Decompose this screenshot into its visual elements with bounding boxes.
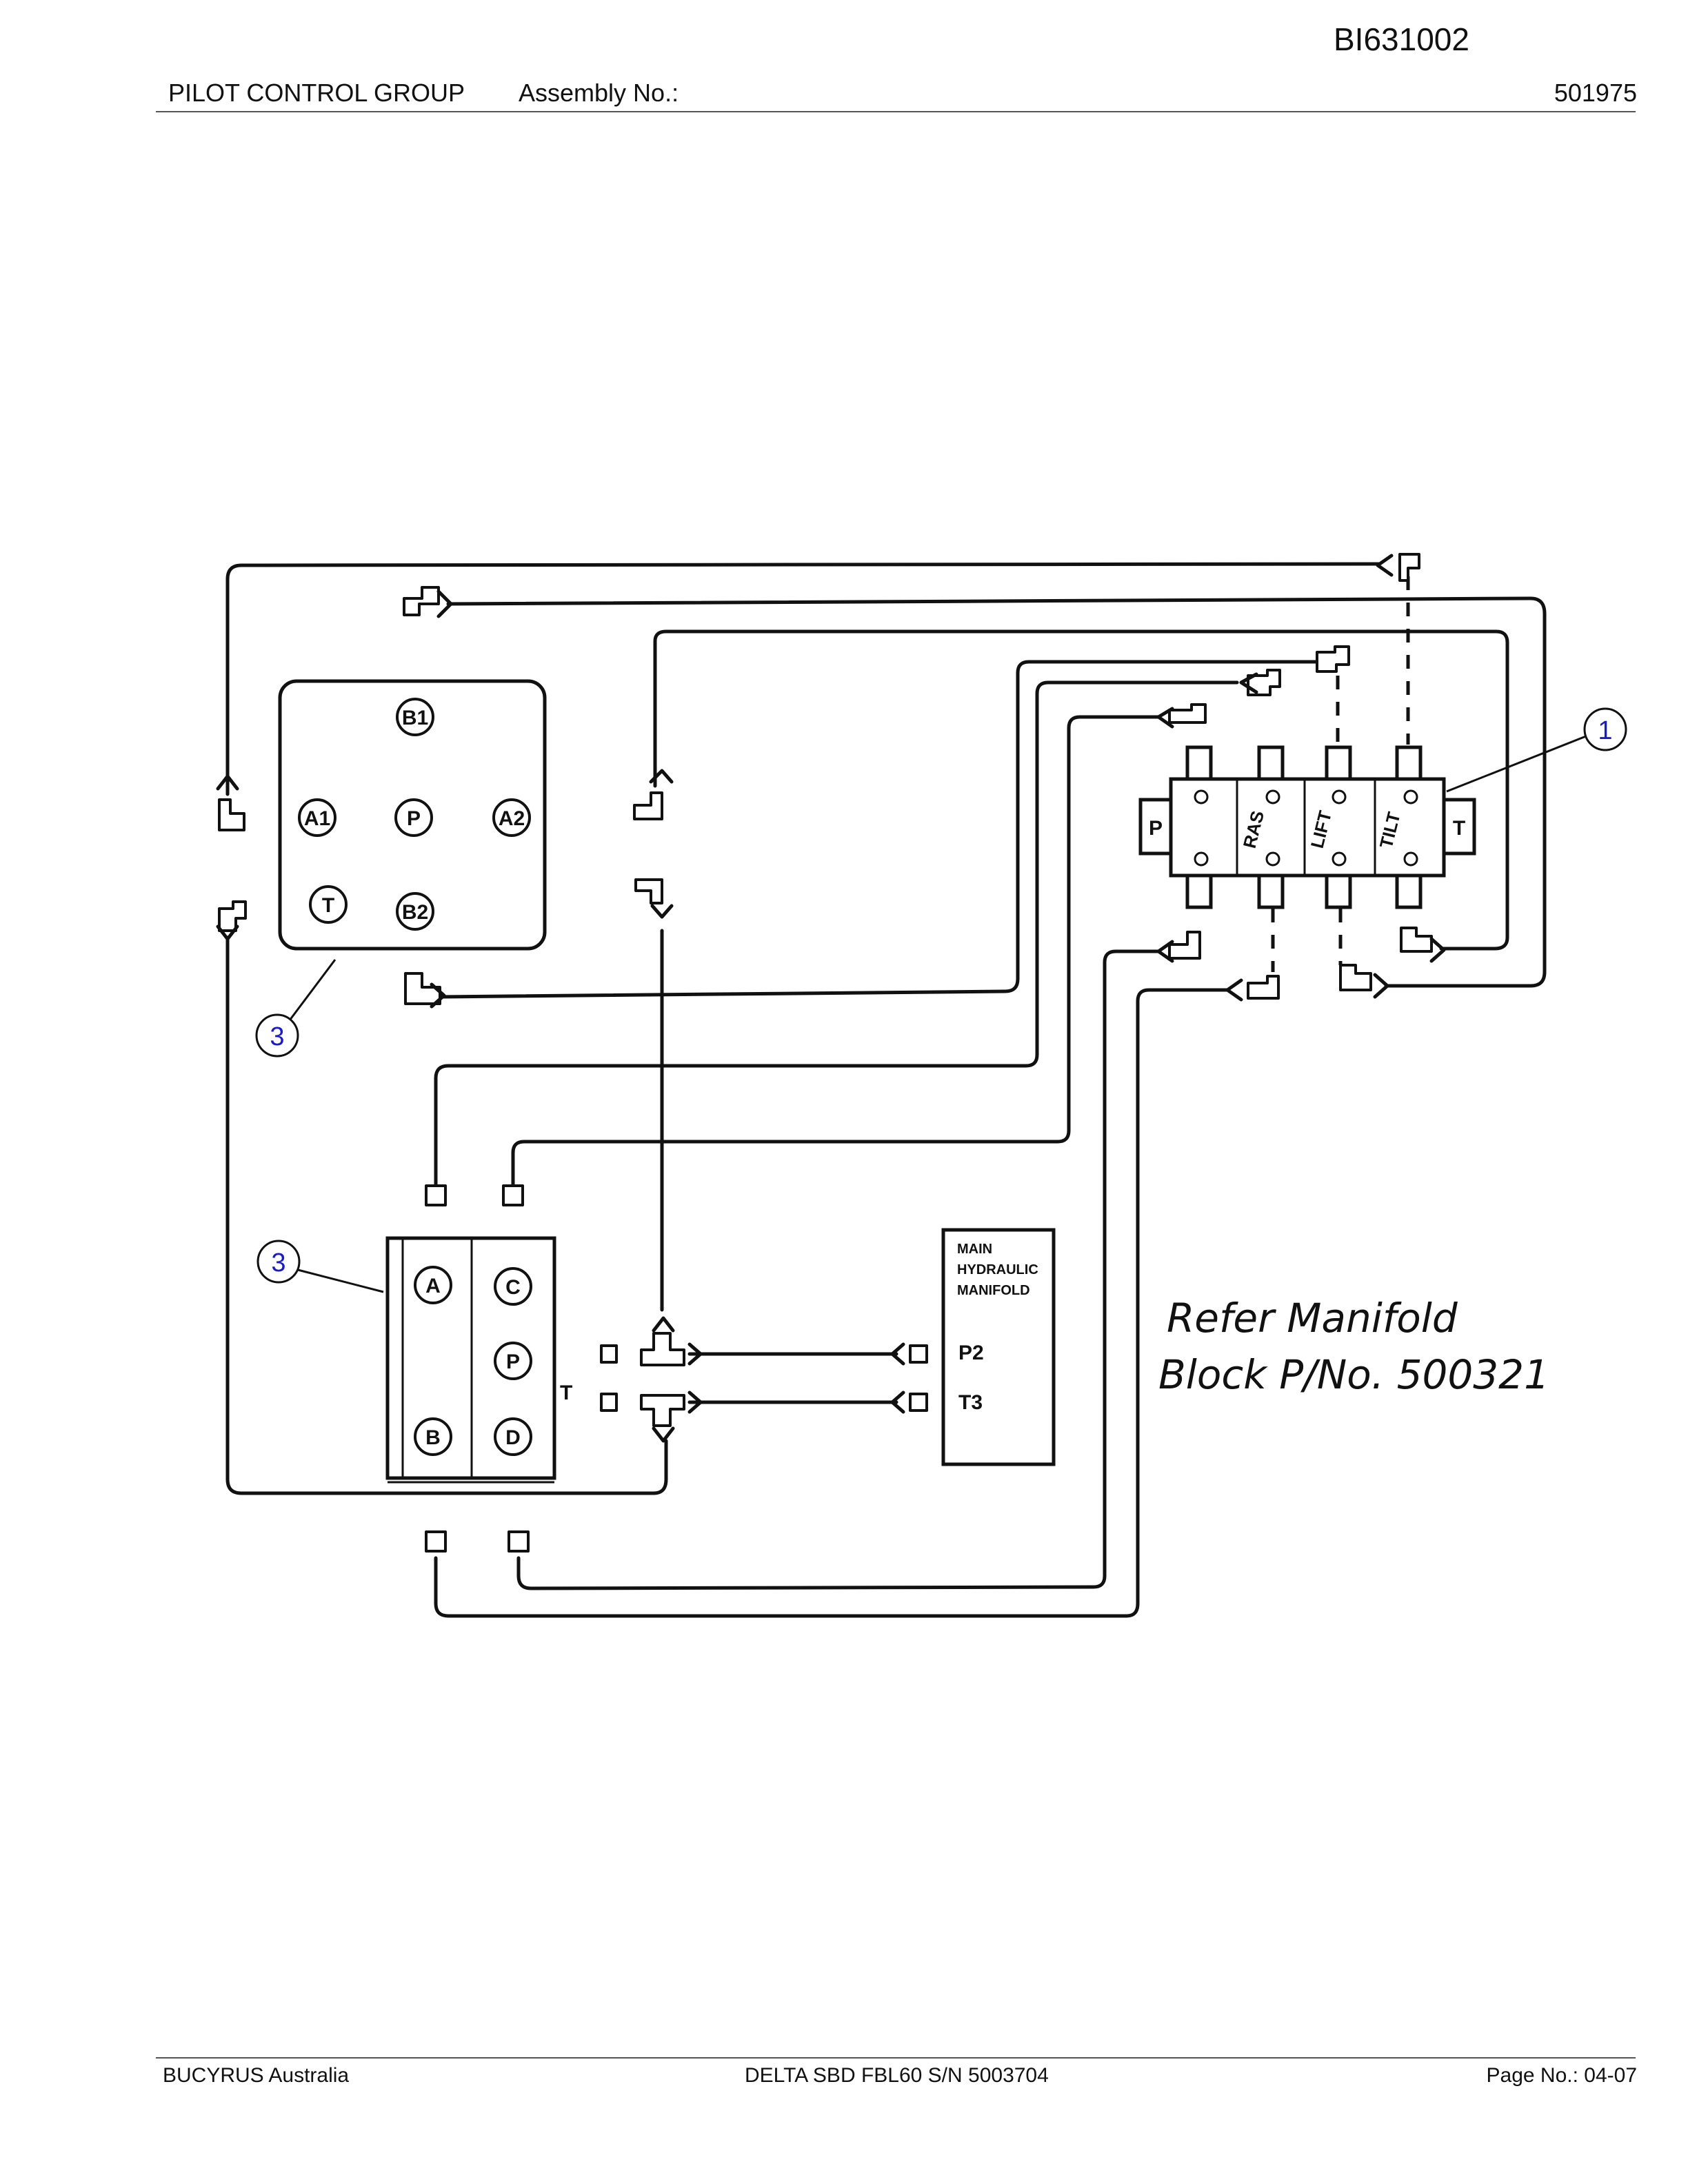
hose-lines [225, 562, 1547, 1618]
callout-1: 1 [1446, 707, 1627, 793]
svg-text:A2: A2 [499, 807, 525, 830]
header-rule [156, 111, 1636, 112]
joystick-port-a2: A2 [492, 798, 531, 837]
assembly-label: Assembly No.: [519, 79, 679, 107]
footer-company: BUCYRUS Australia [163, 2064, 350, 2087]
svg-text:C: C [505, 1276, 521, 1299]
svg-text:3: 3 [271, 1248, 285, 1277]
joystick-port-t: T [309, 885, 348, 924]
manifold-port-p2: P2 [958, 1342, 984, 1364]
page-title: PILOT CONTROL GROUP [168, 79, 465, 107]
joystick-port-b1: B1 [396, 698, 434, 736]
pedal-port-d: D [494, 1417, 532, 1456]
joystick-port-a1: A1 [298, 798, 336, 837]
svg-text:P: P [407, 807, 421, 830]
svg-text:3: 3 [270, 1022, 284, 1051]
footer-machine: DELTA SBD FBL60 S/N 5003704 [745, 2064, 1049, 2087]
hose-fittings [216, 553, 1446, 1553]
manifold-port-t3: T3 [958, 1391, 983, 1414]
callout-3-pedal: 3 [257, 1240, 384, 1293]
assembly-number: 501975 [1554, 79, 1637, 107]
valve-tank-label: T [1453, 817, 1465, 840]
svg-text:B1: B1 [402, 707, 428, 729]
svg-text:A1: A1 [304, 807, 330, 830]
manifold-note-line-1: Refer Manifold [1167, 1295, 1458, 1342]
manifold-note-line-2: Block P/No. 500321 [1158, 1351, 1549, 1398]
pedal-pilot-valve: A B C P D T [385, 1236, 572, 1484]
pedal-port-p: P [494, 1342, 532, 1380]
joystick-port-b2: B2 [396, 892, 434, 931]
footer-rule [156, 2057, 1636, 2059]
valve-inlet-label: P [1149, 817, 1163, 840]
svg-text:1: 1 [1598, 716, 1612, 745]
manifold-title-line-3: MANIFOLD [957, 1283, 1030, 1298]
pedal-tank-label: T [560, 1382, 572, 1404]
svg-text:D: D [505, 1426, 521, 1449]
svg-text:A: A [425, 1275, 441, 1297]
svg-text:T: T [322, 894, 334, 917]
manifold-title-line-1: MAIN [957, 1242, 992, 1257]
pedal-port-a: A [414, 1266, 452, 1304]
pedal-port-c: C [494, 1267, 532, 1306]
control-valve-bank: P T RAS LIFT TILT [1138, 745, 1476, 909]
joystick-port-p: P [394, 798, 433, 837]
main-hydraulic-manifold: MAIN HYDRAULIC MANIFOLD P2 T3 [941, 1228, 1056, 1466]
svg-text:B: B [425, 1426, 441, 1449]
pedal-port-b: B [414, 1417, 452, 1456]
footer-page-number: Page No.: 04-07 [1486, 2064, 1637, 2087]
svg-text:P: P [506, 1351, 520, 1373]
manifold-title-line-2: HYDRAULIC [957, 1262, 1038, 1277]
joystick-pilot-valve: B1 A1 P A2 T B2 [278, 679, 547, 951]
svg-text:B2: B2 [402, 901, 428, 924]
document-id: BI631002 [1334, 21, 1469, 57]
callout-3-joystick: 3 [255, 959, 336, 1058]
